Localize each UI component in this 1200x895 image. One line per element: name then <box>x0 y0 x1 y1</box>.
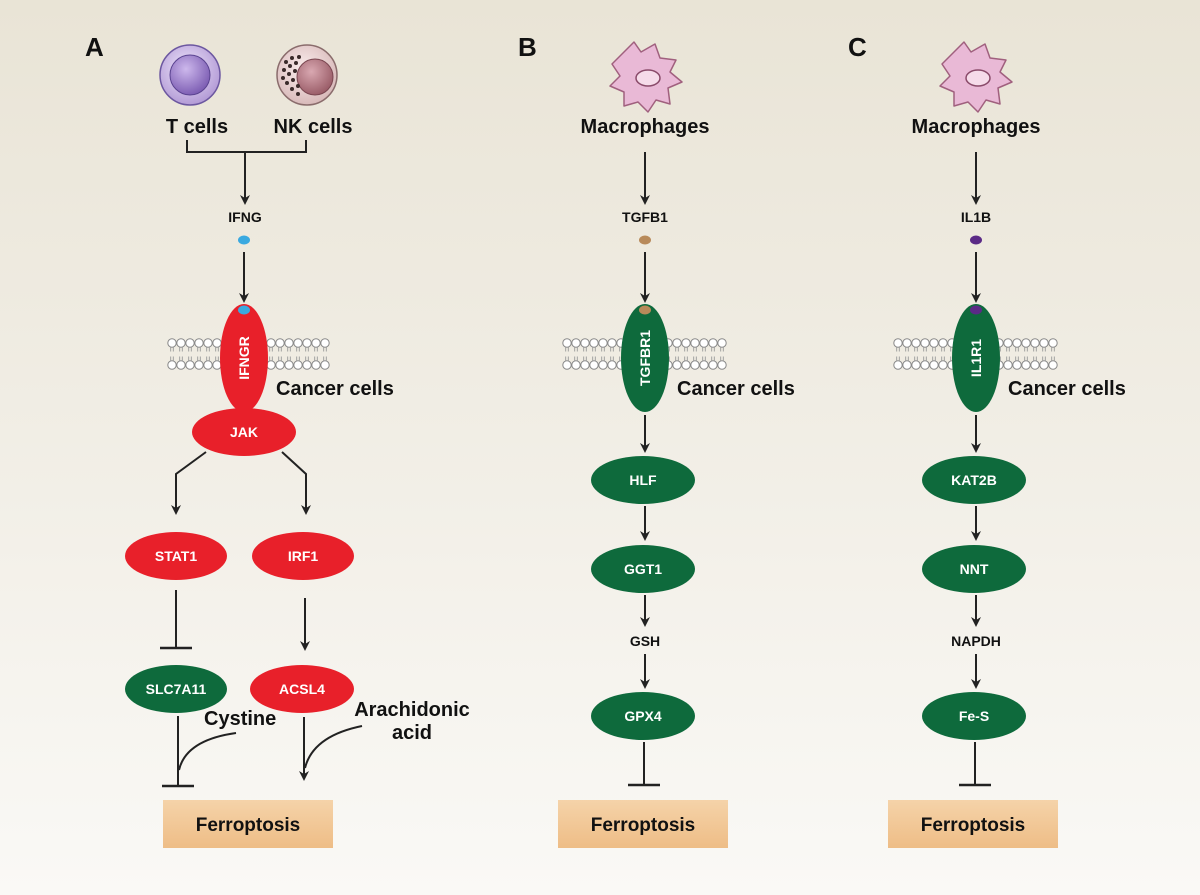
gpx4-node <box>591 692 695 740</box>
hlf-label: HLF <box>629 472 657 488</box>
il1b-bound-dot <box>970 305 982 315</box>
il1b-label: IL1B <box>961 209 991 225</box>
ifng-bound-dot <box>238 305 250 315</box>
ferroptosis-label-a: Ferroptosis <box>196 815 301 836</box>
gsh-label: GSH <box>630 633 660 649</box>
nnt-node <box>922 545 1026 593</box>
acid-label: acid <box>392 722 432 744</box>
napdh-label: NAPDH <box>951 633 1001 649</box>
panel-c-letter: C <box>848 32 867 62</box>
t-cells-label: T cells <box>166 116 228 138</box>
arachidonic-input-curve <box>304 725 363 769</box>
irf1-label: IRF1 <box>288 548 319 564</box>
cancer-cells-label-c: Cancer cells <box>1008 378 1126 400</box>
arrow-jak-to-irf1 <box>281 451 311 515</box>
ggt1-node <box>591 545 695 593</box>
cystine-label: Cystine <box>204 708 276 730</box>
ifng-ligand-dot <box>238 235 250 245</box>
panel-c: C Macrophages IL1B IL1R1 Cancer cells KA… <box>848 32 1126 848</box>
jak-node <box>192 408 296 456</box>
acsl4-node <box>250 665 354 713</box>
stat1-label: STAT1 <box>155 548 197 564</box>
ifngr-receptor <box>220 304 268 412</box>
macrophage-icon-c <box>939 41 1013 113</box>
acsl4-label: ACSL4 <box>279 681 325 697</box>
ferroptosis-label-c: Ferroptosis <box>921 815 1026 836</box>
tgfbr1-receptor <box>621 304 669 412</box>
tgfb1-bound-dot <box>639 305 651 315</box>
il1b-ligand-dot <box>970 235 982 245</box>
ferroptosis-box-c <box>888 800 1058 848</box>
ifng-label: IFNG <box>228 209 262 225</box>
panel-a: A T cells NK cells IFNG <box>85 32 470 848</box>
hlf-node <box>591 456 695 504</box>
panel-b-letter: B <box>518 32 537 62</box>
ferroptosis-box-b <box>558 800 728 848</box>
ifngr-label: IFNGR <box>236 336 252 380</box>
stat1-node <box>125 532 227 580</box>
source-bracket <box>186 140 307 153</box>
slc7a11-label: SLC7A11 <box>146 681 207 697</box>
nk-cell-icon <box>276 44 338 106</box>
ferroptosis-label-b: Ferroptosis <box>591 815 696 836</box>
il1r1-label: IL1R1 <box>968 339 984 377</box>
kat2b-label: KAT2B <box>951 472 997 488</box>
jak-label: JAK <box>230 424 258 440</box>
macrophages-label-b: Macrophages <box>581 116 710 138</box>
fe-s-label: Fe-S <box>959 708 989 724</box>
arachidonic-label: Arachidonic <box>354 699 470 721</box>
nk-cells-label: NK cells <box>274 116 353 138</box>
irf1-node <box>252 532 354 580</box>
fe-s-node <box>922 692 1026 740</box>
cancer-cells-label-a: Cancer cells <box>276 378 394 400</box>
tgfb1-label: TGFB1 <box>622 209 668 225</box>
cystine-input-curve <box>178 732 237 771</box>
slc7a11-node <box>125 665 227 713</box>
ggt1-label: GGT1 <box>624 561 662 577</box>
t-cell-icon <box>159 44 221 106</box>
gpx4-label: GPX4 <box>624 708 662 724</box>
kat2b-node <box>922 456 1026 504</box>
panel-b: B Macrophages TGFB1 TGFBR1 Cancer cells … <box>518 32 795 848</box>
tgfb1-ligand-dot <box>639 235 651 245</box>
nnt-label: NNT <box>960 561 989 577</box>
macrophage-icon-b <box>609 41 683 113</box>
panel-a-letter: A <box>85 32 104 62</box>
ferroptosis-box-a <box>163 800 333 848</box>
tgfbr1-label: TGFBR1 <box>637 330 653 386</box>
il1r1-receptor <box>952 304 1000 412</box>
arrow-jak-to-stat1 <box>171 451 207 515</box>
macrophages-label-c: Macrophages <box>912 116 1041 138</box>
cancer-cells-label-b: Cancer cells <box>677 378 795 400</box>
